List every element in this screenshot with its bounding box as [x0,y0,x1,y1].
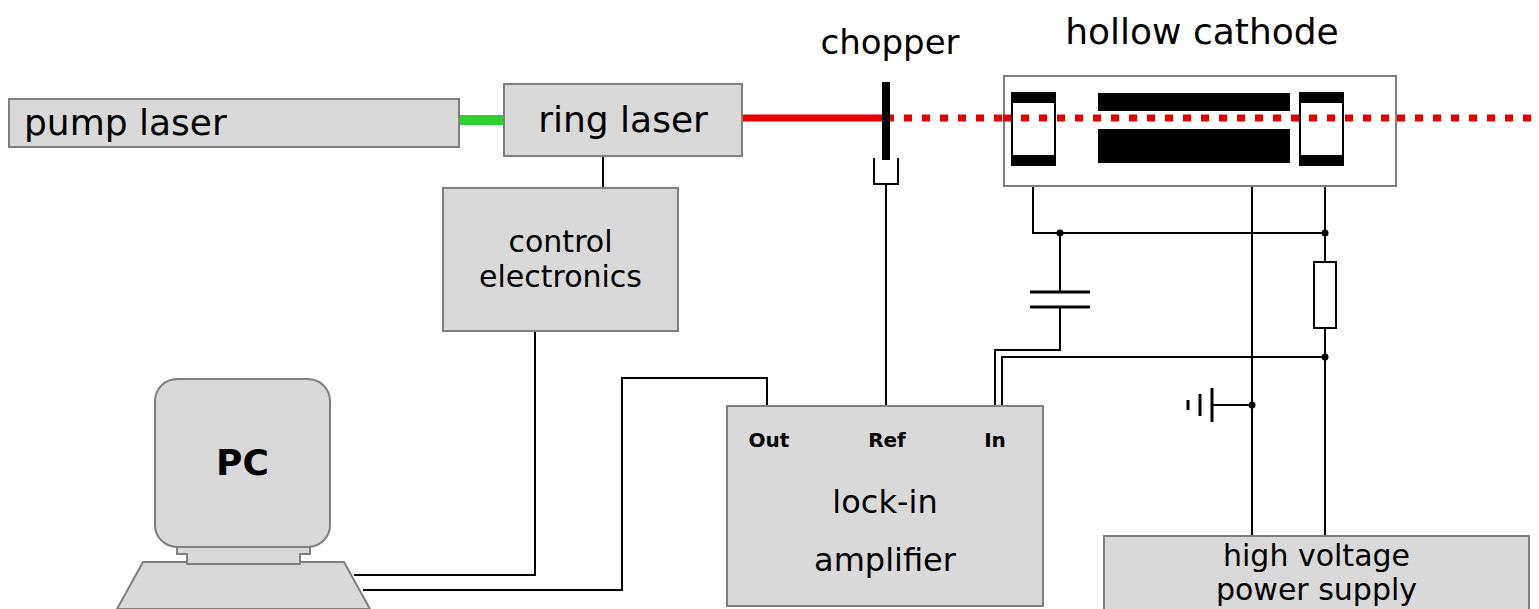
electrode-cap [1300,93,1343,103]
connection-wire [1252,187,1253,535]
electrode-cap [1012,93,1055,103]
node-label: high voltage power supply [1187,539,1447,607]
node-label: lock-in amplifier [768,473,1002,589]
ground-wire [1212,404,1252,406]
capacitor-symbol [1030,291,1090,294]
node-label: In [955,429,1035,452]
connector-path [354,332,535,575]
cathode-body [1098,93,1290,163]
reference-wire [885,185,887,405]
junction-dot [1057,230,1064,237]
hollow-cathode: hollow cathode [1003,75,1397,187]
node-label: PC [155,442,330,483]
electrode-cap [1300,155,1343,165]
laser-beam [1003,115,1397,122]
electrode-wire [1033,232,1325,234]
connector-path [743,115,886,122]
connector-path [886,115,1003,122]
lock-in-box: Out Ref In lock-in amplifier [726,405,1044,607]
part-label: chopper [810,22,970,62]
computer-monitor [155,379,330,547]
junction-dot [1322,230,1329,237]
node-label: hollow cathode [965,11,1439,52]
connector-path [1324,187,1326,535]
laser-box: pump laser [8,98,460,148]
power-supply-box: high voltage power supply [1103,535,1530,609]
electronics-box: control electronics [442,187,679,332]
connection-wire [603,157,604,187]
connection-wire [363,378,767,590]
cathode-drawing [1003,75,1397,187]
ground-symbol [1211,388,1214,422]
connection-wire [1325,187,1326,535]
node-label: control electronics [458,225,663,294]
computer-drawing [115,378,372,609]
node-label: Out [729,429,809,452]
connection-wire [354,332,535,575]
signal-wire [1002,357,1325,405]
electrode [1300,93,1343,165]
laser-beam [460,120,503,121]
pc-computer: PC [115,378,372,609]
junction-dot [1249,402,1256,409]
capacitor-gap [1034,293,1086,307]
capacitor-symbol [1030,306,1090,309]
node-label: pump laser [24,102,227,143]
connector-path [602,157,604,187]
chopper-blade [882,82,890,160]
electrode [1012,93,1055,165]
laser-beam [1397,115,1539,122]
connector-path [460,115,503,125]
junction-dot [1322,354,1329,361]
connector-path [1251,187,1253,535]
laser-beam [743,118,1003,119]
node-label: Ref [847,429,927,452]
electrode-cap [1012,155,1055,165]
node-label: ring laser [538,99,708,140]
computer-neck [177,546,310,564]
ground-symbol [1187,400,1190,410]
laser-box: ring laser [503,83,743,157]
connector-path [363,378,767,590]
computer-base [117,562,370,609]
ground-symbol [1199,394,1202,416]
chopper-motor [874,158,898,184]
resistor-symbol [1314,262,1336,328]
